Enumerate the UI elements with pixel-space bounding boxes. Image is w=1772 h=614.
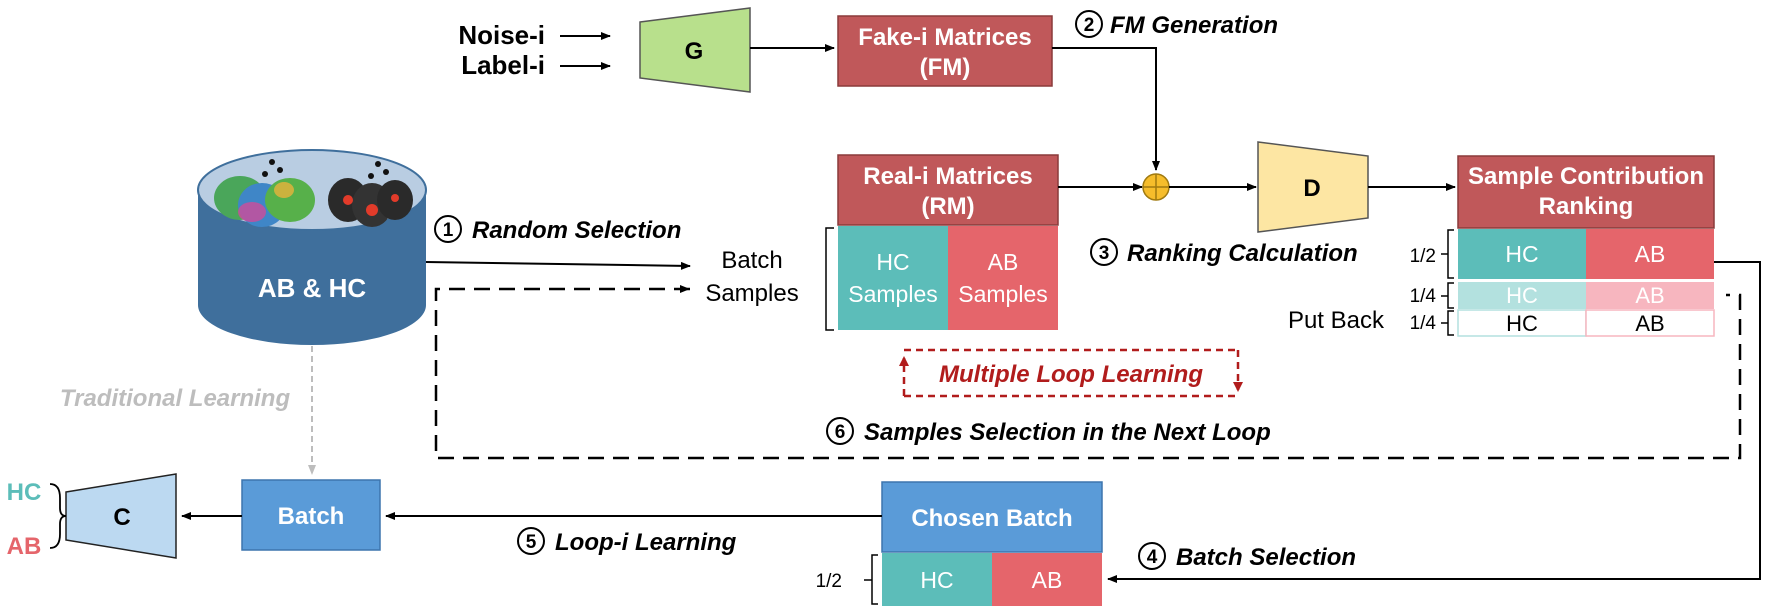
fake-matrices-block (837, 15, 1053, 87)
hc-samples-cell (838, 226, 948, 330)
ranking-row3-hc-label: HC (1506, 311, 1538, 336)
ranking-row1-ab (1586, 229, 1714, 279)
ranking-row2-fraction: 1/4 (1410, 286, 1437, 307)
step-4-circle (1138, 542, 1166, 570)
put-back-label: Put Back (1288, 307, 1385, 334)
fake-to-sum-arrow (1052, 47, 1160, 171)
ranking-row3-ab (1585, 309, 1715, 337)
traditional-learning-label: Traditional Learning (60, 385, 291, 412)
step-2-label: FM Generation (1110, 12, 1278, 39)
random-selection-arrow (425, 261, 691, 270)
ranking-row1-ab-label: AB (1635, 241, 1666, 267)
step-1-circle (434, 215, 462, 243)
ranking-row3-fraction: 1/4 (1410, 313, 1437, 334)
ranking-row1-hc (1458, 229, 1586, 279)
step-1-label: Random Selection (472, 217, 681, 244)
classifier-label: C (113, 504, 130, 531)
fake-matrices-line2: (FM) (920, 54, 971, 81)
real-matrices-line1: Real-i Matrices (863, 163, 1032, 190)
noise-input-label: Noise-i (458, 20, 545, 50)
batch-samples-line1: Batch (721, 247, 782, 274)
multiple-loop-label: Multiple Loop Learning (939, 361, 1203, 388)
chosen-hc-cell (882, 553, 992, 606)
generator-label: G (685, 38, 704, 65)
batch-label: Batch (278, 503, 345, 530)
step-6-label: Samples Selection in the Next Loop (864, 419, 1271, 446)
discriminator-block (1257, 141, 1369, 233)
ranking-row2-ab (1586, 282, 1714, 309)
ranking-row1-fraction: 1/2 (1410, 246, 1436, 267)
ranking-row2-hc (1458, 282, 1586, 309)
ab-samples-line2: Samples (958, 281, 1047, 307)
step-2-number: 2 (1084, 15, 1095, 36)
output-hc: HC (7, 479, 42, 506)
output-brace (49, 483, 67, 549)
step-4-label: Batch Selection (1176, 544, 1356, 571)
step-1-number: 1 (443, 220, 454, 241)
ab-samples-line1: AB (988, 249, 1019, 275)
label-input-label: Label-i (461, 50, 545, 80)
step-3-label: Ranking Calculation (1127, 240, 1358, 267)
step-5-number: 5 (526, 532, 537, 553)
next-loop-dashed-line (434, 287, 1742, 460)
ranking-line1: Sample Contribution (1468, 163, 1704, 190)
chosen-ab-label: AB (1032, 567, 1063, 593)
fake-matrices-line1: Fake-i Matrices (858, 24, 1031, 51)
ranking-row2-ab-label: AB (1635, 283, 1664, 308)
real-matrices-line2: (RM) (921, 193, 974, 220)
step-4-number: 4 (1147, 547, 1158, 568)
ranking-to-chosen-arrow (1107, 261, 1761, 583)
step-3-number: 3 (1099, 243, 1110, 264)
dataset-label: AB & HC (258, 273, 367, 303)
ab-samples-cell (948, 226, 1058, 330)
ranking-row1-hc-label: HC (1505, 241, 1538, 267)
step-5-label: Loop-i Learning (555, 529, 737, 556)
ranking-row2-hc-label: HC (1506, 283, 1538, 308)
classifier-block (65, 473, 177, 559)
batch-samples-line2: Samples (705, 280, 798, 307)
brain-images (214, 159, 413, 227)
output-ab: AB (7, 533, 42, 560)
multiple-loop-indicator (899, 348, 1243, 398)
chosen-batch-label: Chosen Batch (911, 505, 1072, 532)
ranking-row3-ab-label: AB (1635, 311, 1664, 336)
real-matrices-block (837, 154, 1059, 226)
chosen-ab-cell (992, 553, 1102, 606)
step-6-circle (826, 417, 854, 445)
step-3-circle (1090, 238, 1118, 266)
ranking-row3-hc (1457, 309, 1587, 337)
batch-samples-bracket (825, 227, 834, 331)
step-2-circle (1075, 10, 1103, 38)
chosen-hc-label: HC (920, 567, 953, 593)
chosen-fraction: 1/2 (816, 571, 842, 592)
ranking-block (1457, 155, 1715, 229)
step-6-number: 6 (835, 422, 846, 443)
hc-samples-line2: Samples (848, 281, 937, 307)
hc-samples-line1: HC (876, 249, 909, 275)
batch-block (241, 479, 381, 551)
ranking-line2: Ranking (1539, 193, 1634, 220)
discriminator-label: D (1303, 175, 1320, 202)
step-5-circle (517, 527, 545, 555)
generator-block (639, 7, 751, 93)
